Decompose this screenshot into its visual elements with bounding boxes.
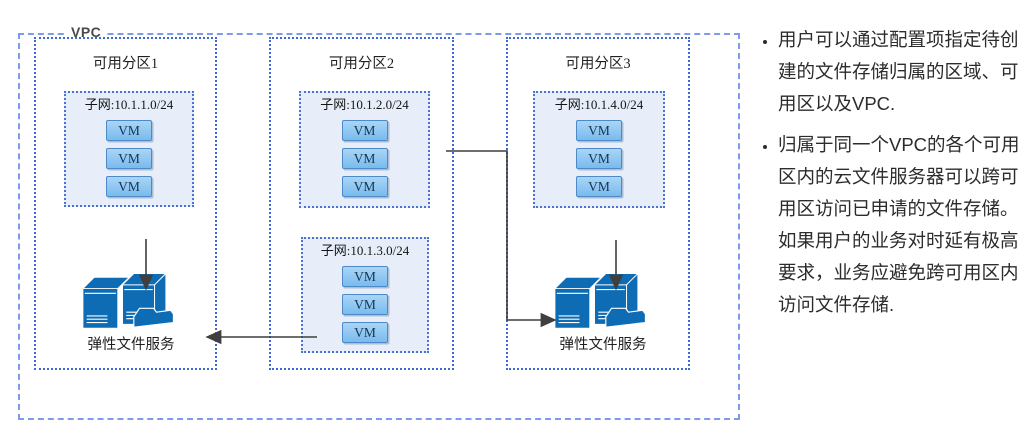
zone-2-title: 可用分区2 — [328, 56, 395, 72]
zone-1-title: 可用分区1 — [92, 56, 159, 72]
note-item: 用户可以通过配置项指定待创建的文件存储归属的区域、可用区以及VPC. — [778, 24, 1032, 120]
subnet-label: 子网:10.1.1.0/24 — [84, 97, 174, 112]
file-storage-server-icon — [553, 272, 646, 329]
vm-box: VM — [341, 148, 388, 169]
elastic-file-service-zone3: 弹性文件服务 — [544, 265, 662, 354]
subnet-10-1-4-0: 子网:10.1.4.0/24 VM VM VM — [533, 91, 665, 208]
availability-zone-2: 可用分区2 子网:10.1.2.0/24 VM VM VM 子网:10.1.3.… — [269, 37, 454, 370]
folder-icon — [133, 307, 174, 328]
vm-box: VM — [341, 120, 388, 141]
vm-box: VM — [576, 176, 622, 197]
availability-zone-1: 可用分区1 子网:10.1.1.0/24 VM VM VM — [34, 37, 217, 370]
vm-box: VM — [342, 294, 388, 315]
zone-3-title: 可用分区3 — [565, 56, 631, 72]
vm-box: VM — [342, 266, 388, 287]
vm-box: VM — [576, 120, 622, 141]
folder-icon — [605, 307, 646, 328]
storage-label: 弹性文件服务 — [87, 337, 175, 353]
vm-box: VM — [106, 176, 152, 197]
subnet-10-1-3-0: 子网:10.1.3.0/24 VM VM VM — [301, 237, 429, 353]
subnet-label: 子网:10.1.4.0/24 — [554, 97, 644, 112]
storage-label: 弹性文件服务 — [559, 337, 647, 353]
vm-box: VM — [576, 148, 622, 169]
file-storage-server-icon — [81, 272, 174, 329]
notes-list: 用户可以通过配置项指定待创建的文件存储归属的区域、可用区以及VPC. 归属于同一… — [756, 24, 1032, 321]
vpc-label: VPC — [66, 24, 107, 40]
note-item: 归属于同一个VPC的各个可用区内的云文件服务器可以跨可用区访问已申请的文件存储。… — [778, 129, 1032, 321]
subnet-label: 子网:10.1.2.0/24 — [320, 97, 409, 112]
subnet-10-1-2-0: 子网:10.1.2.0/24 VM VM VM — [299, 91, 430, 208]
vm-box: VM — [342, 322, 388, 343]
subnet-label: 子网:10.1.3.0/24 — [320, 243, 410, 258]
vm-box: VM — [106, 120, 152, 141]
subnet-10-1-1-0: 子网:10.1.1.0/24 VM VM VM — [64, 91, 194, 207]
notes-panel: 用户可以通过配置项指定待创建的文件存储归属的区域、可用区以及VPC. 归属于同一… — [756, 24, 1032, 330]
availability-zone-3: 可用分区3 子网:10.1.4.0/24 VM VM VM — [506, 37, 690, 370]
vm-box: VM — [106, 148, 152, 169]
elastic-file-service-zone1: 弹性文件服务 — [72, 265, 190, 354]
vm-box: VM — [341, 176, 388, 197]
